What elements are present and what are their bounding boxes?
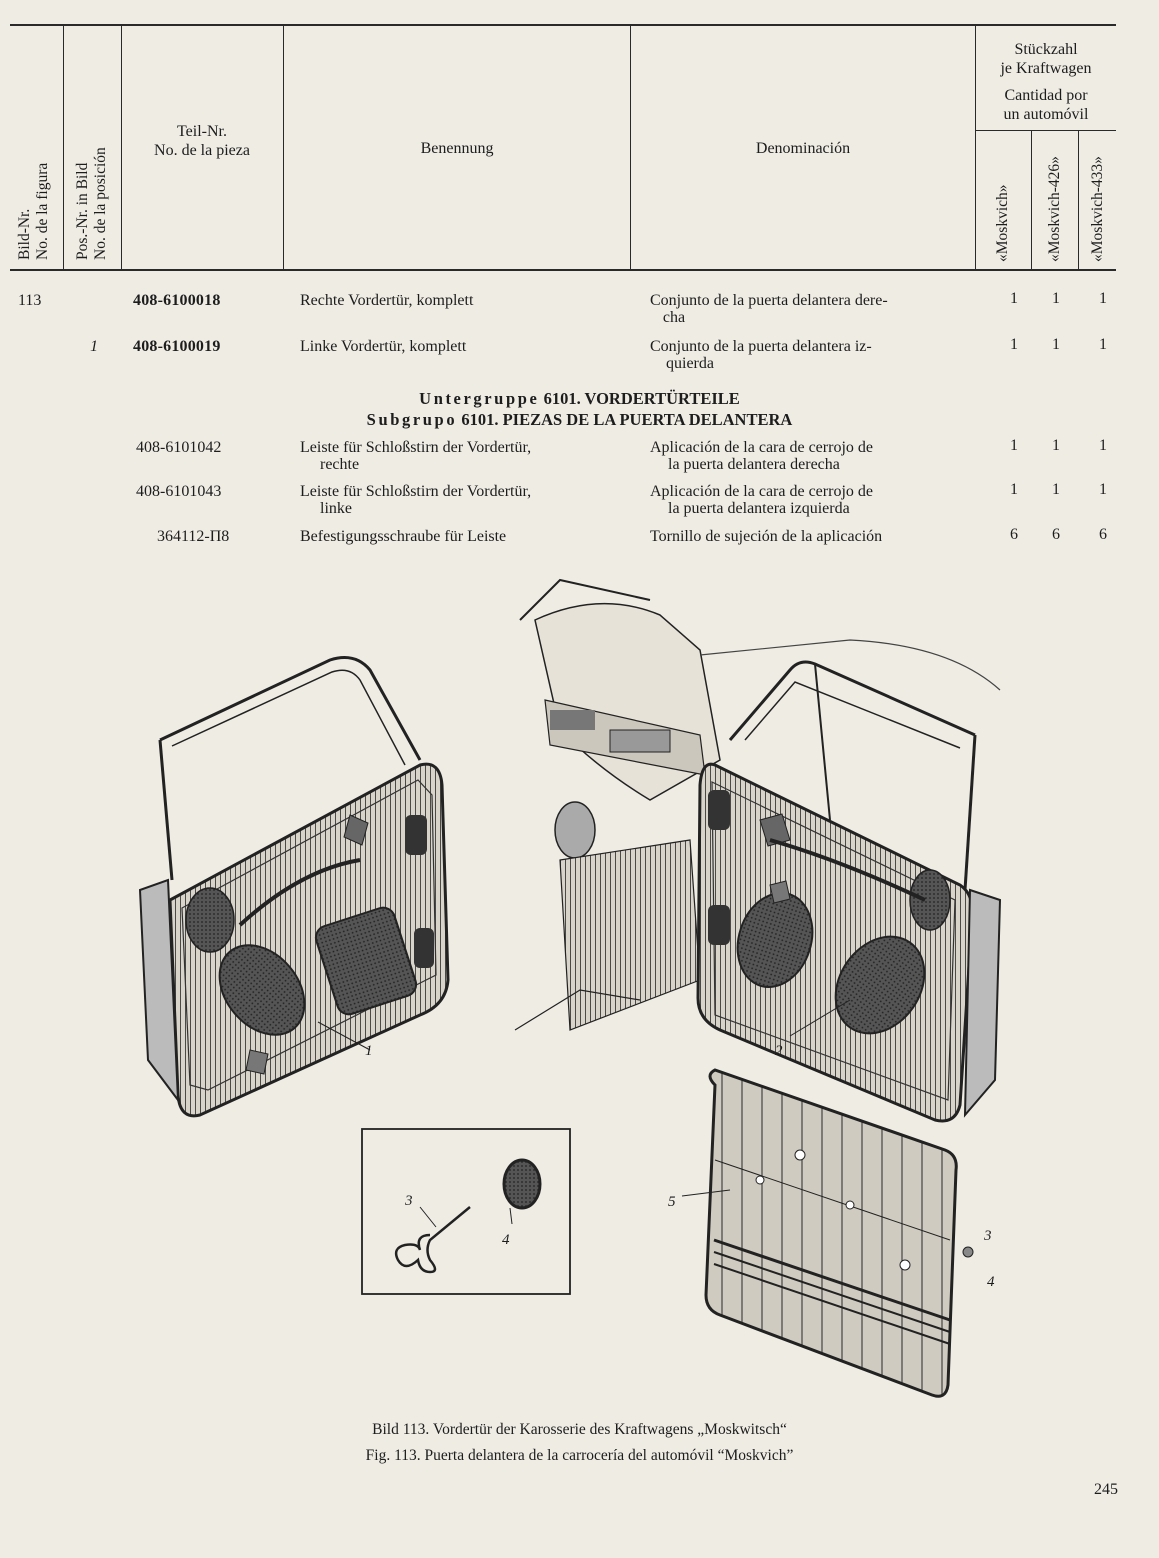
col-divider [121,26,122,269]
row-qty: 6 [1052,526,1060,543]
inset-parts-box [361,1128,571,1295]
header-top-rule [10,24,1116,26]
qty-subheader-rule [975,130,1116,131]
car-interior-drawing [514,578,1001,1031]
col-divider [1078,130,1079,269]
col-divider [630,26,631,269]
row-qty: 1 [1010,437,1018,454]
row-qty: 1 [1099,437,1107,454]
row-name-es: Tornillo de sujeción de la aplicación [650,528,883,545]
header-model-1: «Moskvich» [994,184,1011,263]
callout-1: 1 [365,1043,373,1059]
row-qty: 1 [1099,290,1107,307]
header-model-2: «Moskvich-426» [1046,156,1063,262]
row-part-no: 408-6101043 [136,483,222,500]
header-name-de: Benennung [420,140,494,157]
header-part-no: Teil-Nr.No. de la pieza [154,123,250,159]
row-qty: 1 [1010,481,1018,498]
row-name-de: Linke Vordertür, komplett [300,338,467,355]
header-model-3: «Moskvich-433» [1089,156,1106,262]
row-name-es: Conjunto de la puerta delantera dere-cha [650,292,888,326]
callout-4: 4 [502,1232,510,1248]
row-part-no: 408-6100018 [133,292,221,309]
row-qty: 1 [1099,481,1107,498]
header-name-es: Denominación [755,140,851,157]
row-qty: 1 [1010,336,1018,353]
subgroup-heading-es: Subgrupo 6101. PIEZAS DE LA PUERTA DELAN… [366,410,793,429]
row-qty: 1 [1099,336,1107,353]
row-name-de: Rechte Vordertür, komplett [300,292,474,309]
row-fig-no: 113 [18,292,42,309]
row-name-de: Befestigungsschraube für Leiste [300,528,507,545]
row-pos-no: 1 [90,338,98,355]
callout-5: 5 [668,1194,676,1210]
figure-caption-de: Bild 113. Vordertür der Karosserie des K… [372,1421,787,1438]
row-qty: 1 [1052,290,1060,307]
row-qty: 6 [1099,526,1107,543]
row-name-de: Leiste für Schloßstirn der Vordertür,rec… [300,439,532,473]
callout-2: 2 [775,1043,783,1059]
left-door-drawing [138,656,450,1118]
row-part-no: 408-6100019 [133,338,221,355]
row-qty: 1 [1052,481,1060,498]
row-name-de: Leiste für Schloßstirn der Vordertür,lin… [300,483,532,517]
row-qty: 1 [1052,336,1060,353]
col-divider [975,26,976,269]
row-part-no: 408-6101042 [136,439,222,456]
row-qty: 6 [1010,526,1018,543]
col-divider [1031,130,1032,269]
row-part-no: 364112-П8 [157,528,230,545]
row-qty: 1 [1052,437,1060,454]
figure-caption-es: Fig. 113. Puerta delantera de la carroce… [365,1447,794,1464]
page-number: 245 [1094,1481,1118,1498]
header-fig-no: Bild-Nr.No. de la figura [16,162,51,260]
trim-panel-drawing [681,1068,974,1398]
row-qty: 1 [1010,290,1018,307]
callout-4-right: 4 [987,1274,995,1290]
callout-3: 3 [404,1193,413,1209]
right-door-drawing [696,660,1002,1123]
row-name-es: Conjunto de la puerta delantera iz-quier… [650,338,872,372]
header-bottom-rule [10,269,1116,271]
col-divider [63,26,64,269]
col-divider [283,26,284,269]
door-illustration: 1 2 3 4 5 3 4 [138,578,1002,1398]
callout-3-right: 3 [983,1228,992,1244]
subgroup-heading-de: Untergruppe 6101. VORDERTÜRTEILE [419,389,740,408]
